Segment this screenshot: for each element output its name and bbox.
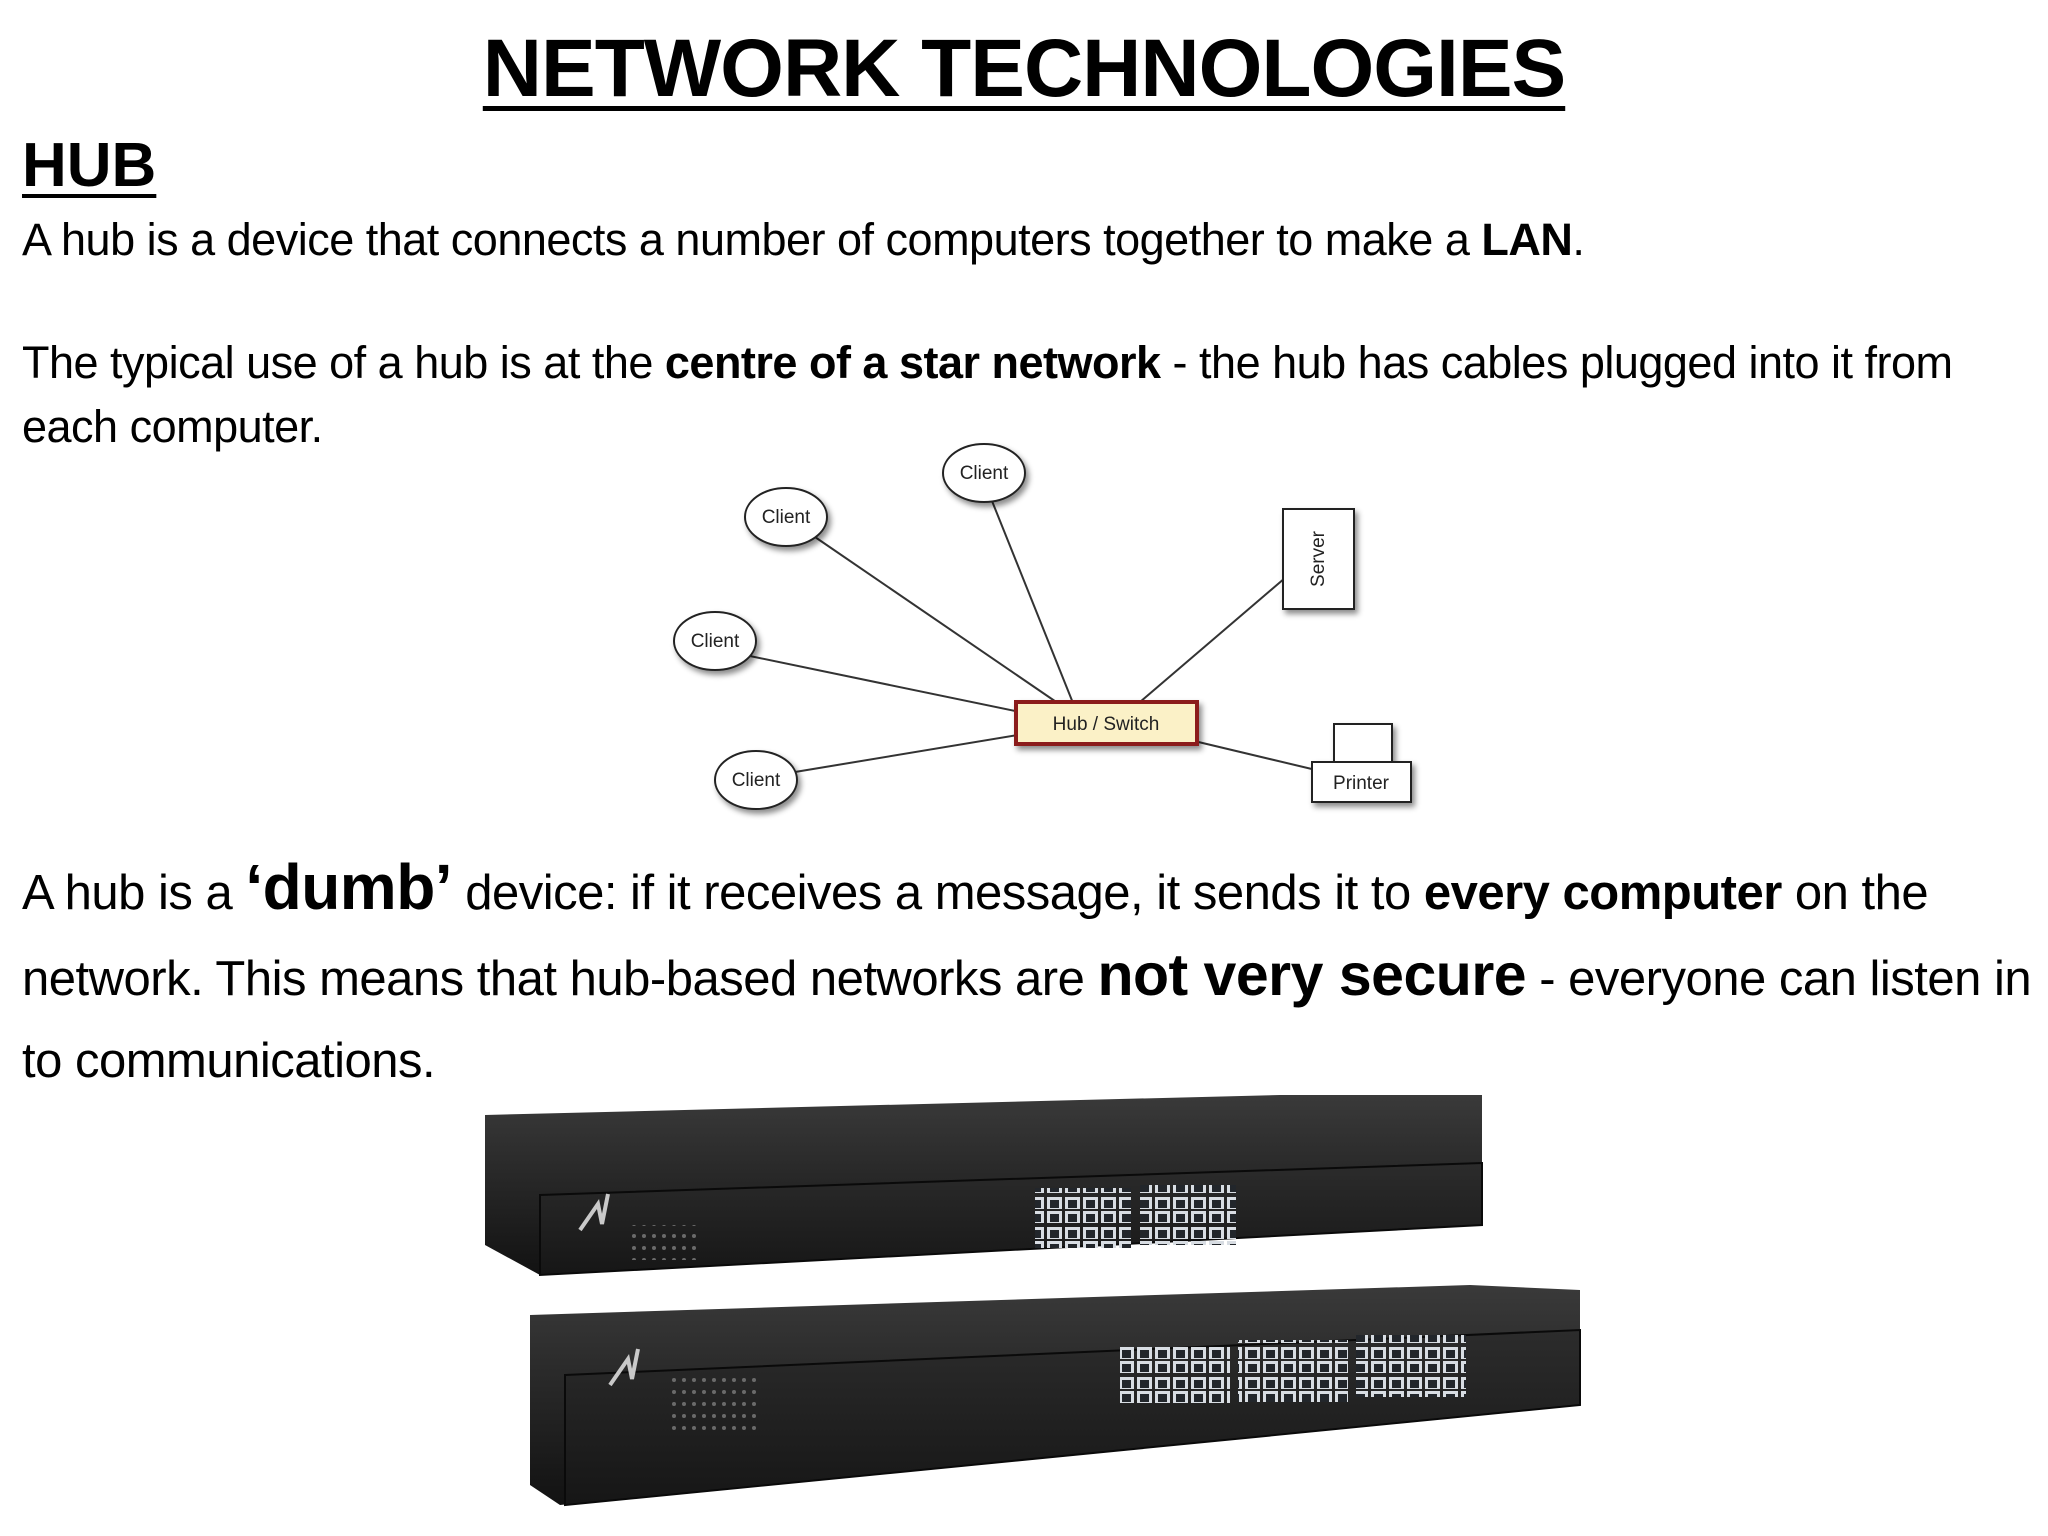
client-label: Client [960, 463, 1009, 484]
client-label: Client [691, 631, 740, 652]
hub-device-upper [485, 1095, 1483, 1277]
network-hubs-photo [485, 1095, 1581, 1507]
client-label: Client [762, 507, 811, 528]
server-label: Server [1308, 530, 1329, 587]
para1-text: A hub is a device that connects a number… [22, 214, 1482, 265]
line-printer [1189, 739, 1317, 771]
para2-end: - the hub has cables plugged into it fro… [22, 337, 1953, 452]
paragraph-hub-definition: A hub is a device that connects a number… [22, 208, 2022, 272]
line-client-top [989, 495, 1076, 709]
line-client-left [744, 654, 1021, 713]
dumb-term: ‘dumb’ [245, 851, 453, 923]
hub-logo-icon [578, 1193, 610, 1232]
para1-end: . [1572, 214, 1585, 265]
page-title: NETWORK TECHNOLOGIES [482, 23, 1566, 114]
line-server [1139, 577, 1286, 703]
printer-label: Printer [1333, 773, 1390, 794]
section-heading-hub: HUB [22, 131, 157, 200]
para3-text-3: on the network. This means that hub-base… [22, 866, 1929, 1006]
not-very-secure-term: not very secure [1097, 942, 1527, 1008]
lan-term: LAN [1481, 214, 1573, 265]
client-node-bottom [714, 750, 798, 810]
star-network-diagram: Client Client Client Client Server Hub /… [673, 443, 1412, 810]
server-node [1282, 508, 1355, 610]
para3-text-1: A hub is a [22, 866, 246, 920]
client-node-top [942, 443, 1026, 503]
client-node-upper-left [744, 487, 828, 547]
line-client-bottom [794, 734, 1019, 773]
hub-switch-label: Hub / Switch [1053, 714, 1160, 735]
para2-text: The typical use of a hub is at the [22, 337, 665, 388]
client-node-left [673, 611, 757, 671]
hub-device-lower [530, 1285, 1581, 1507]
para3-text-4: - everyone can listen in to communicatio… [22, 952, 2032, 1088]
printer-node [1311, 723, 1412, 803]
para3-text-2: device: if it receives a message, it sen… [452, 866, 1424, 920]
hub-logo-icon [608, 1348, 640, 1387]
paragraph-star-network: The typical use of a hub is at the centr… [22, 331, 2022, 459]
client-label: Client [732, 770, 781, 791]
connection-lines [744, 495, 1317, 773]
every-computer-term: every computer [1423, 866, 1782, 920]
star-network-term: centre of a star network [664, 337, 1161, 388]
line-client-upper-left [814, 536, 1066, 709]
hub-switch-node [1014, 700, 1199, 746]
paragraph-dumb-device: A hub is a ‘dumb’ device: if it receives… [22, 846, 2032, 1102]
